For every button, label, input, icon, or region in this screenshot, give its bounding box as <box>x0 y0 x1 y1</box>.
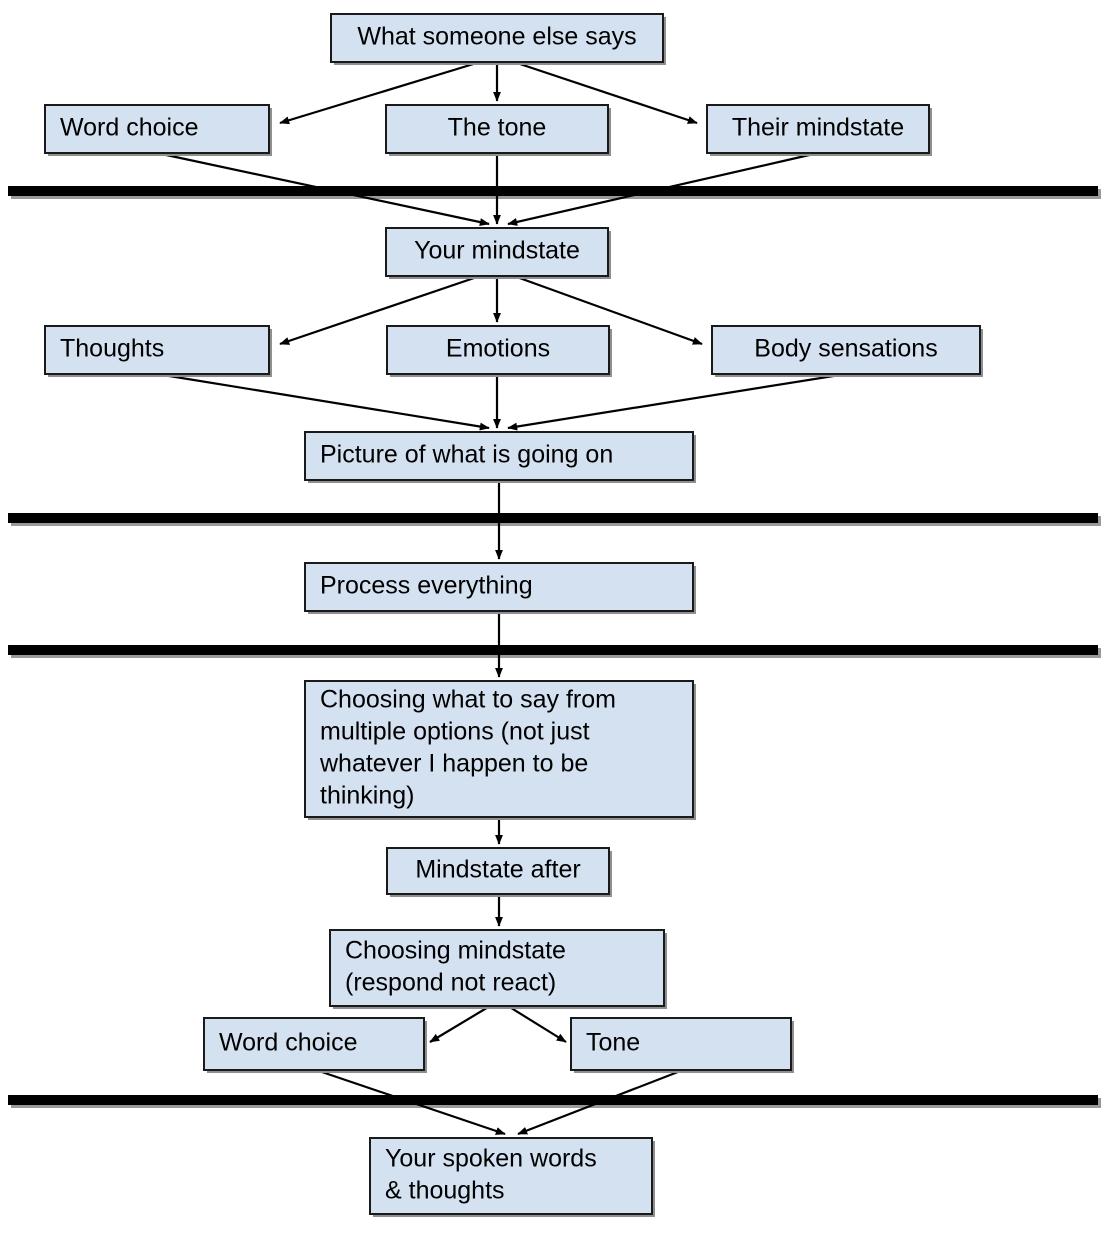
stage-divider-1 <box>8 186 1098 196</box>
node-label: Choosing mindstate <box>345 937 566 965</box>
stage-divider-4 <box>8 1095 1098 1105</box>
node-word-choice-top[interactable]: Word choice <box>44 104 272 156</box>
edge-yourmind-to-thoughts <box>279 274 481 346</box>
stage-divider-2 <box>8 513 1098 523</box>
node-label: Emotions <box>446 335 550 363</box>
edge-choosingmind-to-wordchoice <box>429 1005 491 1043</box>
node-picture-of-what-is-going-on[interactable]: Picture of what is going on <box>304 431 696 483</box>
node-rect[interactable] <box>304 680 694 818</box>
node-process-everything[interactable]: Process everything <box>304 562 696 614</box>
node-label: Word choice <box>219 1029 358 1057</box>
node-rect[interactable] <box>385 227 609 277</box>
node-thoughts[interactable]: Thoughts <box>44 325 272 377</box>
edge-says-to-theirmind <box>513 60 698 125</box>
node-rect[interactable] <box>711 325 981 375</box>
edge-layer <box>156 60 847 1136</box>
edge-body-to-picture <box>507 372 847 431</box>
node-label: Body sensations <box>754 335 937 363</box>
node-your-mindstate[interactable]: Your mindstate <box>385 227 611 279</box>
edge-theirmind-to-yourmind <box>507 151 819 226</box>
node-emotions[interactable]: Emotions <box>386 325 612 377</box>
edge-tone-to-spoken <box>517 1068 684 1136</box>
node-rect[interactable] <box>44 104 270 154</box>
node-label: Process everything <box>320 572 533 600</box>
node-rect[interactable] <box>385 104 609 154</box>
node-label: Mindstate after <box>415 856 580 884</box>
node-label: The tone <box>448 114 547 142</box>
node-label: Your mindstate <box>414 237 580 265</box>
stage-divider-3 <box>8 645 1098 655</box>
node-label: multiple options (not just <box>320 718 590 746</box>
node-rect[interactable] <box>706 104 930 154</box>
node-label: (respond not react) <box>345 969 556 997</box>
node-rect[interactable] <box>386 847 610 895</box>
node-label: Word choice <box>60 114 199 142</box>
node-rect[interactable] <box>570 1017 792 1071</box>
edge-yourmind-to-body <box>513 274 703 346</box>
node-label: Your spoken words <box>385 1145 597 1173</box>
node-the-tone[interactable]: The tone <box>385 104 611 156</box>
edge-wordchoice-to-yourmind <box>156 151 490 226</box>
node-label: What someone else says <box>357 23 636 51</box>
node-choosing-mindstate[interactable]: Choosing mindstate (respond not react) <box>329 929 667 1009</box>
node-choosing-what-to-say[interactable]: Choosing what to say from multiple option… <box>304 680 696 820</box>
node-body-sensations[interactable]: Body sensations <box>711 325 983 377</box>
node-word-choice-bottom[interactable]: Word choice <box>203 1017 427 1073</box>
edge-choosingmind-to-tone <box>507 1005 567 1043</box>
node-rect[interactable] <box>304 562 694 612</box>
node-label: thinking) <box>320 782 415 810</box>
node-tone[interactable]: Tone <box>570 1017 794 1073</box>
node-label: Picture of what is going on <box>320 441 613 469</box>
node-rect[interactable] <box>44 325 270 375</box>
node-mindstate-after[interactable]: Mindstate after <box>386 847 612 897</box>
node-label: whatever I happen to be <box>319 750 588 778</box>
node-rect[interactable] <box>329 929 665 1007</box>
divider-layer <box>8 186 1101 1108</box>
node-rect[interactable] <box>330 13 664 63</box>
edge-says-to-wordchoice <box>279 60 481 125</box>
edge-thoughts-to-picture <box>156 372 490 431</box>
node-their-mindstate[interactable]: Their mindstate <box>706 104 932 156</box>
node-label: Tone <box>586 1029 640 1057</box>
node-what-someone-else-says[interactable]: What someone else says <box>330 13 666 65</box>
node-label: Thoughts <box>60 335 164 363</box>
node-rect[interactable] <box>203 1017 425 1071</box>
node-label: & thoughts <box>385 1177 505 1205</box>
node-label: Choosing what to say from <box>320 686 616 714</box>
node-rect[interactable] <box>304 431 694 481</box>
node-rect[interactable] <box>386 325 610 375</box>
edge-wordchoice-to-spoken <box>315 1068 506 1136</box>
node-your-spoken-words[interactable]: Your spoken words & thoughts <box>369 1137 655 1217</box>
node-label: Their mindstate <box>732 114 904 142</box>
node-rect[interactable] <box>369 1137 653 1215</box>
